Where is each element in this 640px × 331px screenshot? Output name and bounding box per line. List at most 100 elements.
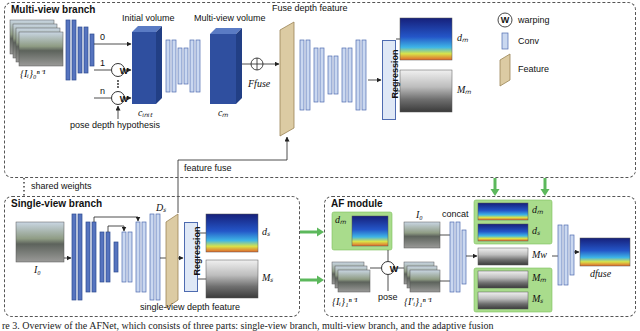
node-text: W bbox=[388, 263, 400, 275]
math-label: {Iᵢ}₁ⁿ⁻¹ bbox=[332, 296, 358, 307]
warp-circle: W bbox=[111, 91, 125, 105]
panel-title: AF module bbox=[331, 198, 383, 210]
conv-bar bbox=[348, 48, 352, 102]
regression-box: Regression bbox=[382, 40, 396, 120]
text-label: pose bbox=[378, 292, 398, 303]
connector bbox=[494, 178, 497, 190]
conv-bar bbox=[72, 20, 76, 80]
warp-circle: W bbox=[111, 63, 125, 77]
text-label: Fuse depth feature bbox=[272, 3, 348, 14]
flow-arrow bbox=[64, 258, 71, 259]
highlight-group bbox=[332, 212, 392, 250]
cost-volume bbox=[236, 28, 242, 104]
math-label: Mₛ bbox=[262, 272, 273, 283]
flow-line bbox=[160, 258, 166, 259]
math-label: I₀ bbox=[34, 264, 41, 275]
depth-map bbox=[580, 238, 630, 266]
conv-bar bbox=[300, 40, 304, 110]
conv-bar bbox=[128, 232, 132, 282]
conv-bar bbox=[190, 40, 194, 92]
text-label: concat bbox=[442, 209, 469, 220]
math-label: dₘ bbox=[532, 204, 543, 215]
conv-bar bbox=[196, 40, 200, 92]
legend-warp-sample bbox=[498, 13, 512, 27]
flow-line bbox=[94, 98, 111, 99]
conv-bar bbox=[92, 222, 96, 292]
conv-bar bbox=[90, 34, 94, 66]
cost-volume bbox=[132, 32, 156, 104]
text-label: 1 bbox=[100, 58, 105, 69]
conv-bar bbox=[114, 242, 118, 272]
conv-bar bbox=[136, 222, 140, 292]
text-label: n bbox=[100, 86, 105, 97]
branch-panel: AF moduleW bbox=[324, 196, 636, 317]
legend-text: Feature bbox=[518, 64, 549, 75]
conv-bar bbox=[456, 222, 460, 292]
flow-line bbox=[552, 256, 558, 257]
flow-arrow bbox=[368, 80, 381, 81]
legend-text: warping bbox=[518, 15, 550, 26]
flow-arrow bbox=[178, 258, 183, 259]
depth-map bbox=[478, 224, 528, 241]
flow-line bbox=[440, 235, 450, 281]
conv-bar bbox=[184, 48, 188, 84]
conv-bar bbox=[166, 40, 170, 92]
depth-map bbox=[352, 216, 388, 246]
branch-panel: Multi-view branchWWRegression bbox=[4, 2, 636, 178]
math-label: Ffuse bbox=[248, 78, 270, 89]
conv-bar bbox=[72, 214, 76, 300]
highlight-group bbox=[474, 200, 552, 244]
connector bbox=[544, 178, 547, 190]
input-image bbox=[16, 222, 64, 262]
math-label: dfuse bbox=[590, 268, 611, 279]
conv-bar bbox=[156, 214, 160, 300]
confidence-map bbox=[478, 292, 528, 309]
flow-arrow bbox=[263, 64, 279, 65]
node-text: W bbox=[118, 65, 130, 77]
cost-volume bbox=[156, 26, 162, 104]
feature-slab bbox=[166, 214, 178, 308]
conv-bar bbox=[462, 230, 466, 284]
flow-line bbox=[94, 70, 111, 71]
legend-conv-sample bbox=[502, 33, 508, 49]
math-label: dₛ bbox=[262, 226, 270, 237]
flow-line bbox=[370, 250, 404, 291]
flow-arrow bbox=[94, 44, 131, 45]
conv-bar bbox=[78, 214, 82, 300]
node-text: W bbox=[118, 93, 130, 105]
legend-feature-sample bbox=[500, 54, 510, 86]
branch-panel: Single-view branchRegression bbox=[4, 196, 300, 317]
input-image bbox=[404, 222, 440, 248]
cost-volume bbox=[210, 34, 236, 104]
conv-bar bbox=[122, 232, 126, 282]
connector bbox=[300, 231, 318, 234]
math-label: Mw bbox=[532, 249, 547, 260]
ellipsis-dot bbox=[117, 80, 119, 82]
connector bbox=[23, 178, 24, 196]
highlight-group bbox=[474, 268, 552, 312]
text-label: Initial volume bbox=[122, 13, 175, 24]
warp-circle: W bbox=[381, 261, 395, 275]
conv-bar bbox=[84, 27, 88, 73]
conv-bar bbox=[78, 27, 82, 73]
math-label: Mₛ bbox=[532, 293, 543, 304]
add-symbol bbox=[251, 58, 263, 70]
math-label: cᵢₙᵢₜ bbox=[138, 107, 152, 118]
math-label: Mₘ bbox=[457, 84, 471, 95]
conv-bar bbox=[306, 40, 310, 110]
warp-symbol: W bbox=[498, 14, 512, 26]
text-label: Multi-view volume bbox=[194, 13, 266, 24]
text-label: pose depth hypothesis bbox=[70, 120, 160, 131]
text-label: 0 bbox=[100, 32, 105, 43]
conv-bar bbox=[320, 48, 324, 102]
math-label: dₘ bbox=[335, 214, 346, 225]
confidence-map bbox=[478, 248, 528, 265]
node-text: Regression bbox=[191, 226, 203, 275]
flow-arrow bbox=[466, 256, 477, 257]
conv-bar bbox=[86, 222, 90, 292]
flow-line bbox=[242, 64, 251, 65]
conv-bar bbox=[178, 48, 182, 84]
conv-bar bbox=[172, 40, 176, 92]
conv-bar bbox=[314, 48, 318, 102]
arrow-head bbox=[317, 276, 324, 285]
